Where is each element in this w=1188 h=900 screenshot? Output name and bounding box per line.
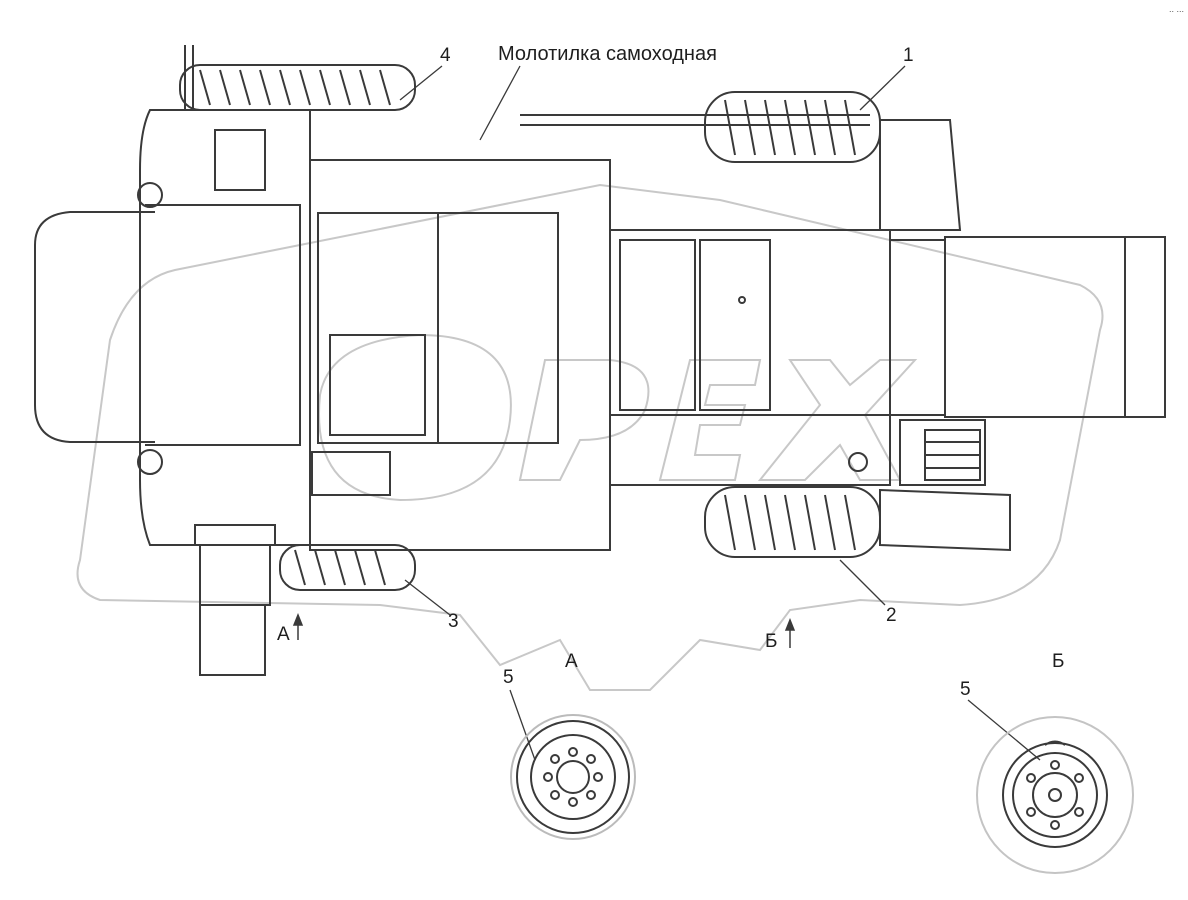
view-arrow-b (784, 617, 796, 648)
tire-front-right (279, 544, 416, 591)
callout-4: 4 (440, 45, 451, 66)
diagram-title: Молотилка самоходная (498, 43, 717, 65)
tire-rear-right (704, 486, 881, 558)
view-b-title: Б (1052, 651, 1065, 672)
detail-wheel-b (976, 716, 1134, 874)
corner-mark: .. ... (1168, 4, 1184, 14)
detail-wheel-a (510, 714, 636, 840)
callout-5-view-b: 5 (960, 679, 971, 700)
combine-outline (34, 45, 1166, 676)
view-arrow-b-label: Б (765, 631, 778, 652)
callout-5-view-a: 5 (503, 667, 514, 688)
watermark-gear (76, 183, 1104, 691)
view-arrow-a (292, 612, 304, 640)
callout-1: 1 (903, 45, 914, 66)
tire-front-left (179, 64, 416, 111)
callout-3: 3 (448, 611, 459, 632)
view-arrow-a-label: А (277, 624, 290, 645)
view-a-title: А (565, 651, 578, 672)
tire-rear-left (704, 91, 881, 163)
leader-lines (399, 65, 1041, 761)
callout-2: 2 (886, 605, 897, 626)
